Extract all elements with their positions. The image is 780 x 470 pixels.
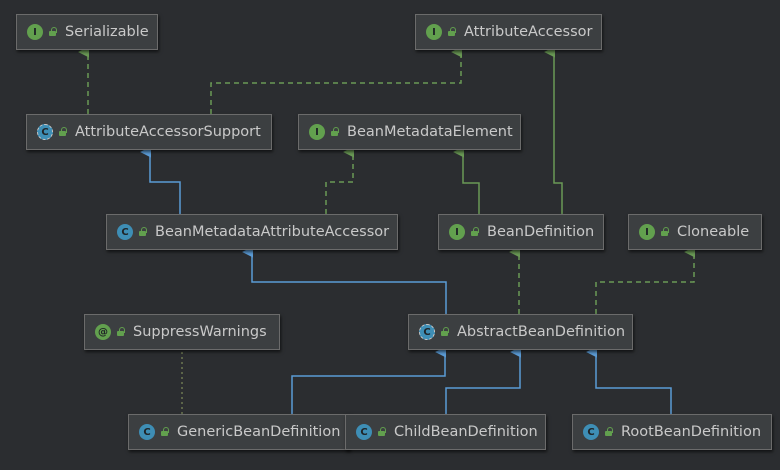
lock-icon — [604, 427, 614, 437]
interface-icon: I — [449, 224, 465, 240]
class-icon: C — [139, 424, 155, 440]
interface-icon: I — [309, 124, 325, 140]
abstract-class-icon: C — [37, 124, 53, 140]
edge-root-bean-definition-to-abstract-bean-definition — [586, 346, 672, 414]
node-bean-definition[interactable]: I BeanDefinition — [438, 214, 604, 250]
node-label: AttributeAccessor — [464, 24, 593, 40]
lock-icon — [138, 227, 148, 237]
edge-child-bean-definition-to-abstract-bean-definition — [445, 346, 522, 414]
node-suppress-warnings[interactable]: @ SuppressWarnings — [84, 314, 280, 350]
node-label: AttributeAccessorSupport — [75, 124, 261, 140]
class-icon: C — [583, 424, 599, 440]
node-label: BeanDefinition — [487, 224, 595, 240]
node-label: SuppressWarnings — [133, 324, 267, 340]
edge-generic-bean-definition-to-abstract-bean-definition — [291, 346, 447, 414]
node-root-bean-definition[interactable]: C RootBeanDefinition — [572, 414, 772, 450]
node-abstract-bean-definition[interactable]: C AbstractBeanDefinition — [408, 314, 633, 350]
node-bean-metadata-element[interactable]: I BeanMetadataElement — [298, 114, 521, 150]
lock-icon — [160, 427, 170, 437]
node-cloneable[interactable]: I Cloneable — [628, 214, 762, 250]
node-label: BeanMetadataElement — [347, 124, 513, 140]
lock-icon — [58, 127, 68, 137]
node-label: BeanMetadataAttributeAccessor — [155, 224, 390, 240]
lock-icon — [470, 227, 480, 237]
interface-icon: I — [426, 24, 442, 40]
edge-bean-definition-to-bean-metadata-element — [453, 146, 480, 214]
edge-abstract-bean-definition-to-cloneable — [595, 246, 696, 314]
edge-attribute-accessor-support-to-attribute-accessor — [210, 46, 463, 114]
edge-bean-definition-to-attribute-accessor — [544, 46, 563, 214]
class-icon: C — [356, 424, 372, 440]
annotation-icon: @ — [95, 324, 111, 340]
edge-bean-metadata-attribute-accessor-to-attribute-accessor-support — [140, 146, 181, 214]
node-label: Serializable — [65, 24, 149, 40]
lock-icon — [440, 327, 450, 337]
lock-icon — [48, 27, 58, 37]
node-attribute-accessor[interactable]: I AttributeAccessor — [415, 14, 602, 50]
node-label: GenericBeanDefinition — [177, 424, 341, 440]
edge-bean-metadata-attribute-accessor-to-bean-metadata-element — [325, 146, 355, 214]
lock-icon — [660, 227, 670, 237]
node-label: AbstractBeanDefinition — [457, 324, 626, 340]
node-bean-metadata-attribute-accessor[interactable]: C BeanMetadataAttributeAccessor — [106, 214, 398, 250]
lock-icon — [330, 127, 340, 137]
node-label: ChildBeanDefinition — [394, 424, 538, 440]
node-label: RootBeanDefinition — [621, 424, 762, 440]
node-attribute-accessor-support[interactable]: C AttributeAccessorSupport — [26, 114, 272, 150]
interface-icon: I — [27, 24, 43, 40]
lock-icon — [447, 27, 457, 37]
node-label: Cloneable — [677, 224, 750, 240]
node-serializable[interactable]: I Serializable — [16, 14, 158, 50]
interface-icon: I — [639, 224, 655, 240]
lock-icon — [377, 427, 387, 437]
node-generic-bean-definition[interactable]: C GenericBeanDefinition — [128, 414, 350, 450]
class-icon: C — [117, 224, 133, 240]
lock-icon — [116, 327, 126, 337]
abstract-class-icon: C — [419, 324, 435, 340]
node-child-bean-definition[interactable]: C ChildBeanDefinition — [345, 414, 546, 450]
edge-abstract-bean-definition-to-bean-metadata-attribute-accessor — [242, 246, 447, 314]
